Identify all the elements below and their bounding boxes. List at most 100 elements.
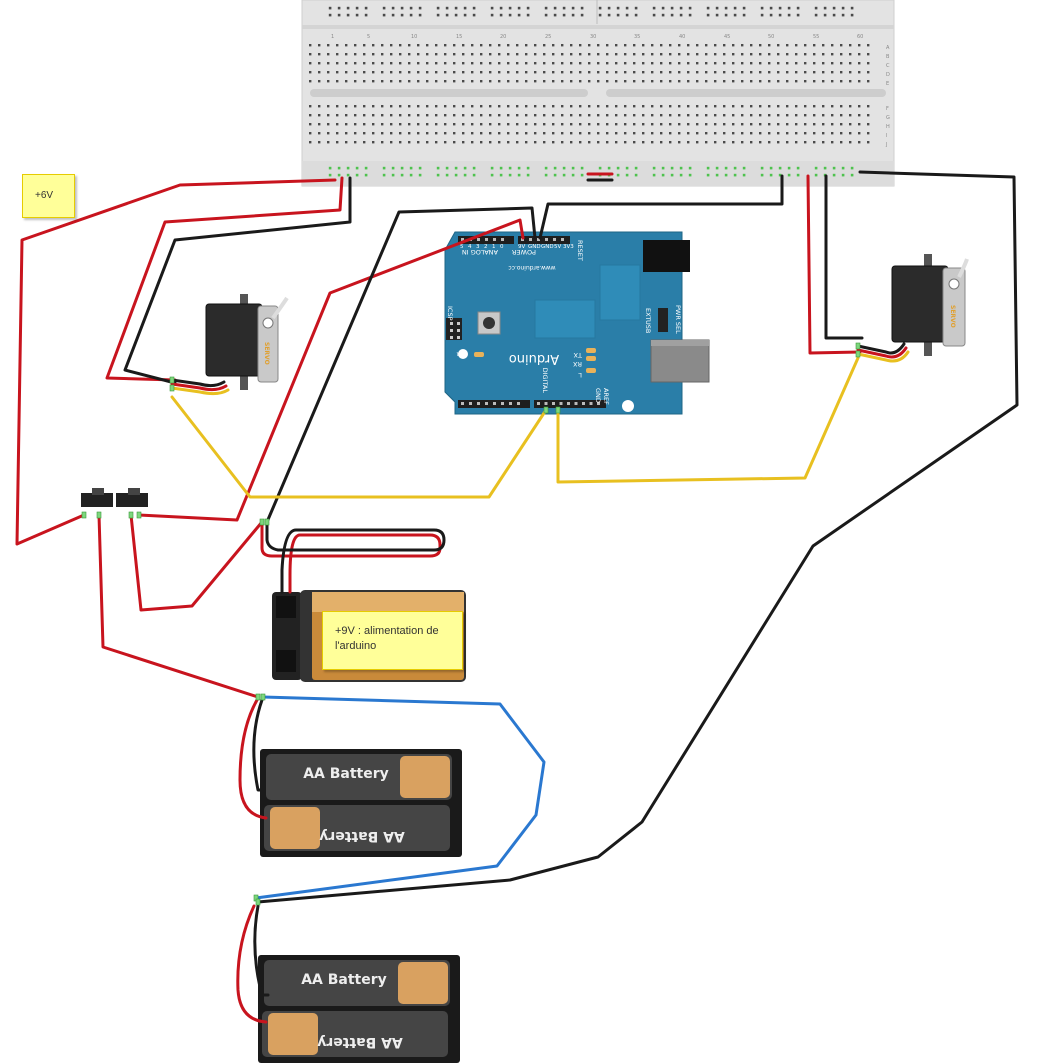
breadboard-hole bbox=[570, 71, 573, 74]
breadboard-hole bbox=[399, 114, 402, 117]
rail-hole-used bbox=[364, 173, 368, 177]
breadboard-hole bbox=[849, 71, 852, 74]
breadboard-hole bbox=[615, 123, 618, 126]
rail-hole-used bbox=[616, 166, 620, 170]
breadboard-hole bbox=[723, 44, 726, 47]
arduino-url: www.arduino.cc bbox=[508, 264, 555, 271]
note-6v-text: +6V bbox=[35, 190, 54, 201]
rail-hole bbox=[607, 6, 611, 10]
breadboard-hole bbox=[606, 53, 609, 56]
rail-hole-used bbox=[382, 166, 386, 170]
aa-pack-1: AA Battery AA Battery bbox=[260, 749, 462, 857]
rail-hole bbox=[553, 6, 557, 10]
breadboard-hole bbox=[444, 44, 447, 47]
breadboard-hole bbox=[561, 44, 564, 47]
breadboard-hole bbox=[381, 105, 384, 108]
breadboard-hole bbox=[849, 141, 852, 144]
breadboard-hole bbox=[318, 105, 321, 108]
aa-2-bottom-label: AA Battery bbox=[317, 1034, 403, 1050]
breadboard-hole bbox=[822, 132, 825, 135]
breadboard-hole bbox=[570, 53, 573, 56]
breadboard-hole bbox=[372, 44, 375, 47]
breadboard-hole bbox=[543, 132, 546, 135]
breadboard-hole bbox=[831, 53, 834, 56]
breadboard-hole bbox=[570, 132, 573, 135]
breadboard-hole bbox=[804, 105, 807, 108]
breadboard-hole bbox=[507, 80, 510, 83]
breadboard-hole bbox=[426, 80, 429, 83]
breadboard-hole bbox=[570, 123, 573, 126]
breadboard-hole bbox=[741, 123, 744, 126]
rail-hole-used bbox=[454, 173, 458, 177]
breadboard-hole bbox=[309, 123, 312, 126]
breadboard-hole bbox=[660, 105, 663, 108]
breadboard-hole bbox=[444, 105, 447, 108]
breadboard-hole bbox=[750, 123, 753, 126]
breadboard-hole bbox=[858, 71, 861, 74]
breadboard-hole bbox=[372, 71, 375, 74]
rail-hole bbox=[418, 6, 422, 10]
breadboard-hole bbox=[714, 71, 717, 74]
breadboard-hole bbox=[471, 141, 474, 144]
breadboard-hole bbox=[651, 141, 654, 144]
breadboard-hole bbox=[606, 123, 609, 126]
wire-red-servo-left-lead bbox=[170, 382, 228, 392]
breadboard-hole bbox=[669, 71, 672, 74]
icsp-pin bbox=[457, 329, 460, 332]
breadboard-hole bbox=[309, 44, 312, 47]
breadboard-hole bbox=[732, 105, 735, 108]
breadboard-hole bbox=[534, 80, 537, 83]
rail-hole bbox=[382, 13, 386, 17]
breadboard-hole bbox=[552, 105, 555, 108]
rail-hole-used bbox=[688, 166, 692, 170]
bb-row-d: D bbox=[886, 72, 890, 78]
rail-hole-used bbox=[382, 173, 386, 177]
breadboard-hole bbox=[813, 114, 816, 117]
breadboard-hole bbox=[534, 71, 537, 74]
breadboard-hole bbox=[327, 141, 330, 144]
icsp-pin bbox=[450, 336, 453, 339]
breadboard-hole bbox=[480, 141, 483, 144]
wire-end bbox=[169, 376, 175, 384]
breadboard-hole bbox=[471, 123, 474, 126]
breadboard-hole bbox=[786, 123, 789, 126]
breadboard-hole bbox=[480, 114, 483, 117]
breadboard-hole bbox=[399, 141, 402, 144]
breadboard-hole bbox=[687, 132, 690, 135]
breadboard-hole bbox=[444, 62, 447, 65]
breadboard: 1 5 10 15 20 25 30 35 40 45 50 55 60 A B… bbox=[301, 0, 895, 187]
breadboard-hole bbox=[867, 44, 870, 47]
breadboard-hole bbox=[561, 62, 564, 65]
rail-hole bbox=[409, 6, 413, 10]
rail-hole-used bbox=[607, 166, 611, 170]
breadboard-hole bbox=[408, 80, 411, 83]
breadboard-hole bbox=[444, 132, 447, 135]
breadboard-hole bbox=[498, 105, 501, 108]
breadboard-hole bbox=[633, 80, 636, 83]
breadboard-hole bbox=[309, 71, 312, 74]
breadboard-hole bbox=[660, 71, 663, 74]
breadboard-hole bbox=[408, 141, 411, 144]
breadboard-hole bbox=[525, 114, 528, 117]
breadboard-hole bbox=[453, 123, 456, 126]
rail-hole-used bbox=[562, 166, 566, 170]
breadboard-hole bbox=[588, 141, 591, 144]
breadboard-hole bbox=[669, 132, 672, 135]
breadboard-hole bbox=[606, 114, 609, 117]
rail-hole bbox=[616, 6, 620, 10]
digital-pin bbox=[501, 402, 504, 405]
breadboard-hole bbox=[759, 114, 762, 117]
breadboard-hole bbox=[813, 132, 816, 135]
rail-hole-used bbox=[364, 166, 368, 170]
bb-row-e: E bbox=[886, 81, 889, 87]
breadboard-hole bbox=[624, 80, 627, 83]
breadboard-hole bbox=[363, 71, 366, 74]
breadboard-hole bbox=[399, 123, 402, 126]
breadboard-hole bbox=[354, 105, 357, 108]
breadboard-hole bbox=[714, 132, 717, 135]
breadboard-hole bbox=[732, 53, 735, 56]
breadboard-hole bbox=[561, 105, 564, 108]
breadboard-hole bbox=[435, 132, 438, 135]
bb-col-10: 10 bbox=[411, 34, 417, 40]
breadboard-hole bbox=[696, 132, 699, 135]
